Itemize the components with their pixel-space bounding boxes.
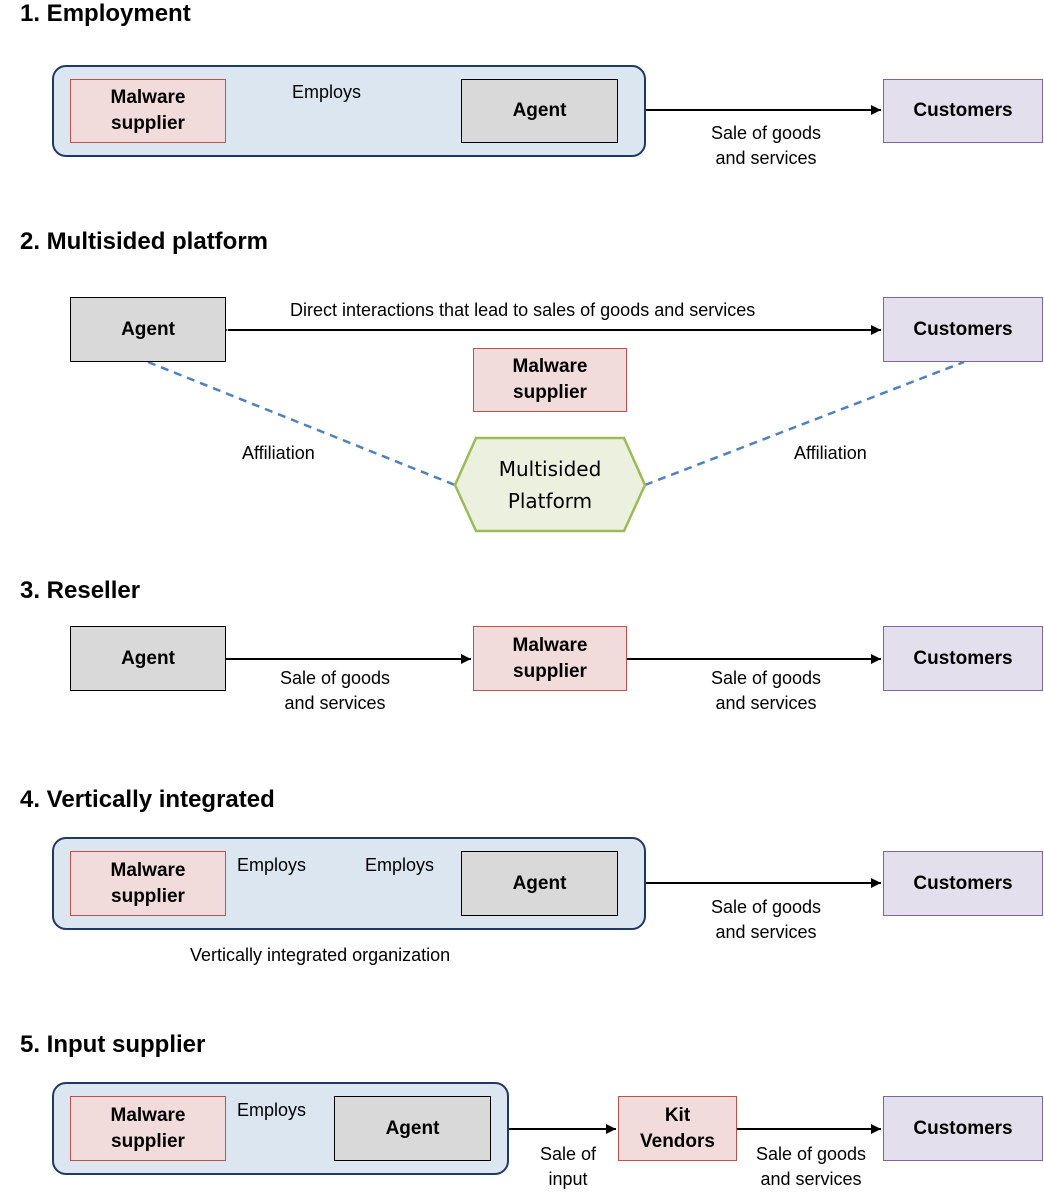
affiliation-line-left <box>147 360 456 487</box>
agent-box-3: Agent <box>70 626 226 691</box>
kit-vendors-box: Kit Vendors <box>618 1096 737 1161</box>
section-4-title: 4. Vertically integrated <box>20 786 275 813</box>
sale-label-1: Sale of goods and services <box>710 123 822 168</box>
section-3-title: 3. Reseller <box>20 577 141 604</box>
affiliation-right-label: Affiliation <box>794 443 867 463</box>
sale-label-5: Sale of goods and services <box>755 1144 867 1189</box>
direct-interactions-label: Direct interactions that lead to sales o… <box>290 300 756 320</box>
customers-box-4: Customers <box>883 851 1043 916</box>
sale-label-4: Sale of goods and services <box>710 897 822 942</box>
section-2-title: 2. Multisided platform <box>20 228 269 255</box>
employs-label-5: Employs <box>237 1100 307 1120</box>
vertically-integrated-label: Vertically integrated organization <box>190 945 451 965</box>
multisided-platform-label: Multisided Platform <box>498 456 602 513</box>
customers-box-5: Customers <box>883 1096 1043 1161</box>
employs-label-1: Employs <box>292 82 362 102</box>
malware-supplier-box-3: Malware supplier <box>473 626 627 691</box>
malware-supplier-box-4: Malware supplier <box>70 851 226 916</box>
sale-label-3a: Sale of goods and services <box>279 668 391 713</box>
malware-supplier-box-1: Malware supplier <box>70 79 226 143</box>
section-5-title: 5. Input supplier <box>20 1031 206 1058</box>
sale-label-3b: Sale of goods and services <box>710 668 822 713</box>
affiliation-line-right <box>644 360 965 487</box>
customers-box-2: Customers <box>883 297 1043 362</box>
affiliation-left-label: Affiliation <box>242 443 315 463</box>
customers-box-1: Customers <box>883 79 1043 143</box>
agent-box-2: Agent <box>70 297 226 362</box>
multisided-platform-hexagon <box>453 436 647 533</box>
agent-box-4: Agent <box>461 851 618 916</box>
agent-box-1: Agent <box>461 79 618 143</box>
sale-input-label: Sale of input <box>539 1144 597 1189</box>
malware-supplier-box-2: Malware supplier <box>473 348 627 412</box>
agent-box-5: Agent <box>334 1096 491 1161</box>
section-1-title: 1. Employment <box>20 0 191 27</box>
malware-supplier-box-5: Malware supplier <box>70 1096 226 1161</box>
customers-box-3: Customers <box>883 626 1043 691</box>
employs-label-4b: Employs <box>365 855 435 875</box>
employs-label-4a: Employs <box>237 855 307 875</box>
